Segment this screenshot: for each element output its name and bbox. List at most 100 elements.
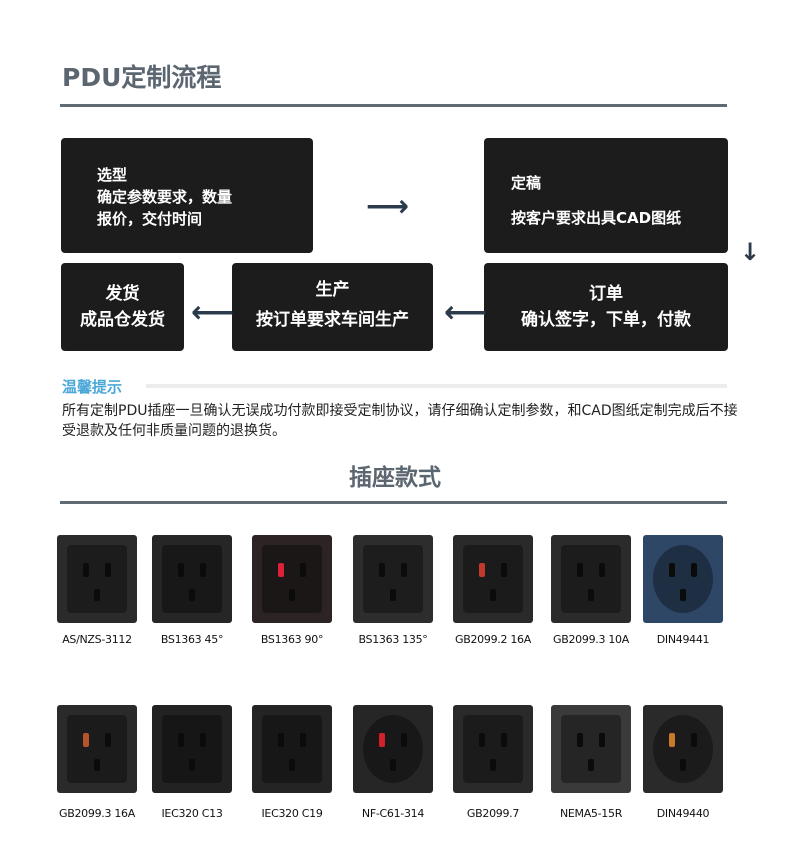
socket-image <box>152 705 232 793</box>
socket-face <box>262 545 322 613</box>
step-selection: 选型 确定参数要求，数量 报价，交付时间 <box>61 138 313 253</box>
socket-face <box>162 715 222 783</box>
socket-pin <box>379 733 385 747</box>
socket-face <box>653 715 713 783</box>
socket-pin <box>278 563 284 577</box>
socket-pin <box>501 563 507 577</box>
step-title: 选型 <box>97 166 128 184</box>
arrow-right-icon: ⟶ <box>366 189 410 224</box>
socket-pin <box>200 563 206 577</box>
socket-label: GB2099.7 <box>466 807 520 820</box>
socket-pin <box>178 733 184 747</box>
socket-pin <box>599 563 605 577</box>
step-title: 订单 <box>589 284 623 304</box>
socket-face <box>67 715 127 783</box>
socket-pin <box>588 589 594 601</box>
socket-pin <box>577 563 583 577</box>
socket-face <box>463 545 523 613</box>
socket-pin <box>479 733 485 747</box>
step-line: 确定参数要求，数量 <box>97 188 233 206</box>
socket-pin <box>300 733 306 747</box>
socket-label: GB2099.2 16A <box>455 633 531 646</box>
arrow-left-icon: ⟵ <box>444 295 488 330</box>
socket-image <box>57 535 137 623</box>
socket-pin <box>479 563 485 577</box>
socket-pin <box>379 563 385 577</box>
step-line: 按订单要求车间生产 <box>256 310 409 330</box>
socket-pin <box>300 563 306 577</box>
socket-pin <box>94 589 100 601</box>
socket-pin <box>83 563 89 577</box>
step-title: 发货 <box>105 284 140 304</box>
socket-image <box>551 535 631 623</box>
socket-pin <box>178 563 184 577</box>
socket-pin <box>94 759 100 771</box>
step-title: 定稿 <box>511 174 542 192</box>
sockets-title: 插座款式 <box>349 465 441 491</box>
socket-pin <box>501 733 507 747</box>
socket-label: DIN49441 <box>656 633 710 646</box>
socket-pin <box>83 733 89 747</box>
socket-pin <box>680 589 686 601</box>
socket-pin <box>401 733 407 747</box>
socket-image <box>252 535 332 623</box>
socket-label: BS1363 135° <box>358 633 428 646</box>
socket-label: GB2099.3 16A <box>59 807 135 820</box>
socket-pin <box>490 589 496 601</box>
socket-label: GB2099.3 10A <box>553 633 629 646</box>
arrow-down-icon: ↓ <box>740 238 761 266</box>
socket-label: AS/NZS-3112 <box>62 633 132 646</box>
socket-label: BS1363 45° <box>160 633 224 646</box>
socket-pin <box>490 759 496 771</box>
socket-image <box>643 535 723 623</box>
socket-label: DIN49440 <box>656 807 710 820</box>
socket-pin <box>189 759 195 771</box>
socket-pin <box>390 759 396 771</box>
socket-image <box>453 535 533 623</box>
socket-face <box>363 545 423 613</box>
socket-face <box>463 715 523 783</box>
socket-pin <box>680 759 686 771</box>
sockets-divider <box>60 501 727 504</box>
socket-image <box>643 705 723 793</box>
step-line: 确认签字，下单，付款 <box>521 310 691 330</box>
step-line: 成品仓发货 <box>80 310 165 330</box>
socket-image <box>453 705 533 793</box>
socket-pin <box>278 733 284 747</box>
socket-pin <box>588 759 594 771</box>
socket-pin <box>401 563 407 577</box>
socket-face <box>653 545 713 613</box>
socket-pin <box>200 733 206 747</box>
socket-pin <box>691 563 697 577</box>
step-title: 生产 <box>315 280 350 300</box>
socket-image <box>551 705 631 793</box>
tips-divider <box>146 384 727 388</box>
process-title: PDU定制流程 <box>62 63 222 92</box>
socket-pin <box>105 733 111 747</box>
socket-face <box>262 715 322 783</box>
socket-image <box>57 705 137 793</box>
socket-label: NF-C61-314 <box>361 807 425 820</box>
step-line: 报价，交付时间 <box>97 210 203 228</box>
socket-label: BS1363 90° <box>260 633 324 646</box>
socket-face <box>561 715 621 783</box>
socket-image <box>353 535 433 623</box>
arrow-left-icon: ⟵ <box>191 295 235 330</box>
socket-face <box>67 545 127 613</box>
socket-pin <box>669 563 675 577</box>
step-finalize: 定稿 按客户要求出具CAD图纸 <box>484 138 728 253</box>
socket-face <box>162 545 222 613</box>
step-shipping: 发货 成品仓发货 <box>61 263 184 351</box>
socket-image <box>252 705 332 793</box>
socket-pin <box>599 733 605 747</box>
socket-pin <box>289 589 295 601</box>
socket-image <box>353 705 433 793</box>
socket-label: IEC320 C13 <box>161 807 223 820</box>
socket-face <box>561 545 621 613</box>
socket-image <box>152 535 232 623</box>
socket-label: NEMA5-15R <box>559 807 623 820</box>
step-production: 生产 按订单要求车间生产 <box>232 263 433 351</box>
step-order: 订单 确认签字，下单，付款 <box>484 263 728 351</box>
title-divider <box>60 104 727 107</box>
step-line: 按客户要求出具CAD图纸 <box>511 209 682 227</box>
